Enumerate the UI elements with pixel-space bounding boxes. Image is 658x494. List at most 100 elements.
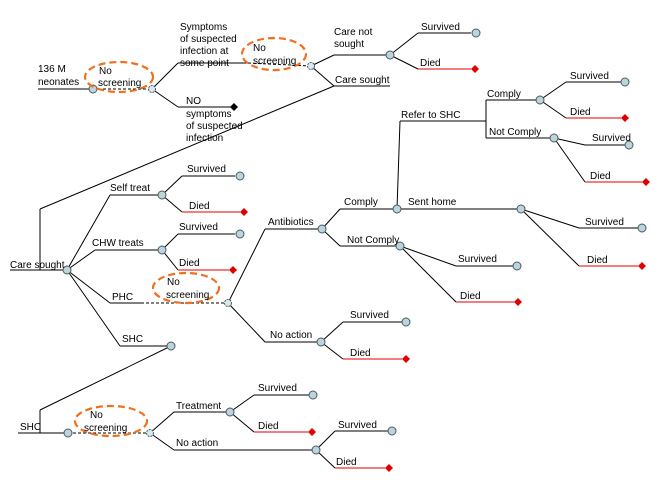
no-screening-ellipse	[73, 404, 149, 438]
no-symptoms-label: infection	[186, 133, 223, 144]
died-label: Died	[258, 421, 279, 432]
died-label: Died	[460, 291, 481, 302]
chance-node	[311, 445, 321, 455]
no-screening-label: screening	[98, 78, 141, 89]
died-terminal	[229, 266, 237, 274]
symptoms-label: some point	[180, 58, 229, 69]
died-terminal	[638, 262, 646, 270]
root-label: 136 M	[38, 64, 66, 75]
phc-label: PHC	[112, 292, 133, 303]
chance-node	[395, 241, 405, 251]
outcome-node	[471, 28, 481, 38]
chance-node	[166, 341, 176, 351]
survived-label: Survived	[421, 22, 460, 33]
shc-label: SHC	[20, 422, 41, 433]
care-sought-section: Care sought Self treat CHW treats PHC SH…	[10, 71, 650, 433]
care-sought-label: Care sought	[10, 260, 65, 271]
no-symptoms-label: symptoms	[186, 109, 232, 120]
chance-node	[535, 95, 545, 105]
no-action-label: No action	[176, 438, 218, 449]
chw-treats-label: CHW treats	[92, 238, 144, 249]
died-label: Died	[189, 201, 210, 212]
no-screening-label: screening	[253, 56, 296, 67]
no-screening-label: No	[99, 66, 112, 77]
died-terminal	[308, 428, 316, 436]
died-label: Died	[179, 258, 200, 269]
survived-label: Survived	[592, 133, 631, 144]
survived-label: Survived	[585, 217, 624, 228]
died-label: Died	[570, 107, 591, 118]
no-screening-ellipse	[83, 60, 155, 94]
root-label: neonates	[38, 77, 79, 88]
no-screening-label: screening	[166, 290, 209, 301]
outcome-node	[235, 229, 245, 239]
no-screening-label: screening	[84, 423, 127, 434]
no-action-label: No action	[270, 330, 312, 341]
no-symptoms-label: of suspected	[186, 121, 243, 132]
no-symptoms-label: NO	[186, 96, 201, 107]
died-label: Died	[420, 58, 441, 69]
chance-node	[62, 265, 72, 275]
died-terminal	[621, 114, 629, 122]
no-screening-label: No	[167, 277, 180, 288]
chance-node	[392, 204, 402, 214]
survived-label: Survived	[187, 164, 226, 175]
treatment-label: Treatment	[176, 401, 221, 412]
died-label: Died	[587, 255, 608, 266]
self-treat-label: Self treat	[110, 183, 150, 194]
antibiotics-label: Antibiotics	[268, 217, 314, 228]
died-label: Died	[336, 457, 357, 468]
chance-node	[516, 204, 526, 214]
survived-label: Survived	[179, 222, 218, 233]
symptoms-label: Symptoms	[180, 22, 227, 33]
chance-node	[63, 428, 73, 438]
chance-node	[157, 190, 167, 200]
shc-section: SHC No screening Treatment No action Sur…	[18, 383, 397, 472]
shc-label: SHC	[122, 334, 143, 345]
no-screening-ellipse	[151, 271, 221, 305]
outcome-node	[308, 390, 318, 400]
outcome-node	[624, 140, 634, 150]
care-sought-label: Care sought	[335, 75, 390, 86]
survived-label: Survived	[350, 310, 389, 321]
chance-node	[146, 429, 154, 437]
chance-node	[385, 50, 395, 60]
died-terminal	[402, 355, 410, 363]
survived-label: Survived	[458, 254, 497, 265]
no-screening-ellipse	[240, 36, 308, 72]
outcome-node	[401, 317, 411, 327]
survived-label: Survived	[338, 420, 377, 431]
chance-node	[549, 133, 559, 143]
chance-node	[307, 62, 315, 70]
outcome-node	[637, 223, 647, 233]
died-terminal	[385, 464, 393, 472]
chance-node	[316, 337, 326, 347]
survived-label: Survived	[258, 383, 297, 394]
chance-node	[317, 224, 327, 234]
comply-label: Comply	[344, 197, 378, 208]
outcome-node	[235, 171, 245, 181]
died-terminal	[514, 298, 522, 306]
refer-to-shc-label: Refer to SHC	[401, 110, 460, 121]
chance-node	[224, 299, 232, 307]
chance-node	[148, 85, 156, 93]
died-terminal	[471, 65, 479, 73]
died-terminal	[240, 208, 248, 216]
outcome-node	[620, 77, 630, 87]
symptoms-label: infection at	[180, 46, 229, 57]
symptoms-label: of suspected	[180, 34, 237, 45]
not-comply-label: Not Comply	[489, 127, 541, 138]
no-symptoms-terminal	[230, 103, 238, 111]
comply-label: Comply	[487, 89, 521, 100]
root-section: 136 M neonates No screening Symptoms of …	[38, 22, 481, 210]
care-not-sought-label: sought	[334, 39, 364, 50]
care-not-sought-label: Care not	[334, 27, 373, 38]
not-comply-label: Not Comply	[347, 235, 399, 246]
survived-label: Survived	[570, 71, 609, 82]
chance-node	[225, 407, 235, 417]
chance-node	[157, 245, 167, 255]
died-label: Died	[590, 171, 611, 182]
sent-home-label: Sent home	[408, 197, 457, 208]
no-screening-label: No	[90, 410, 103, 421]
